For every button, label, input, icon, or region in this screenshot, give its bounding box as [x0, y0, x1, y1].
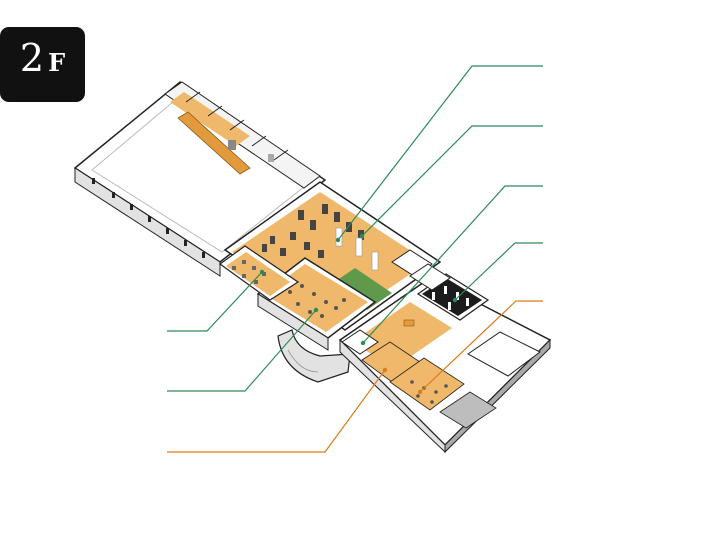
- bike-rows: [232, 260, 266, 284]
- north-corridor-floor: [170, 92, 250, 146]
- machine-gym: [223, 181, 442, 331]
- bike-room: [218, 245, 300, 301]
- gym-pillars: [335, 227, 379, 271]
- floor-number: 2: [19, 36, 45, 80]
- west-hall-front-wall: [74, 167, 221, 277]
- north-counter: [177, 111, 251, 175]
- leader-right-3: [362, 185, 543, 344]
- bay-window-shape: [277, 329, 351, 383]
- small-fixture: [403, 319, 415, 327]
- north-fixture-1: [228, 140, 236, 150]
- se-corridor-right: [467, 331, 541, 377]
- west-hall-columns: [92, 178, 205, 258]
- leader-lines: [167, 65, 543, 453]
- floor-letter: F: [48, 48, 66, 77]
- leader-right-5: [419, 300, 543, 393]
- leader-right-1: [337, 65, 543, 241]
- south-room-b-floor: [389, 357, 465, 411]
- north-service-rooms: [164, 81, 321, 189]
- se-grey-room: [439, 391, 497, 429]
- weight-racks: [432, 286, 469, 310]
- leader-right-2: [361, 125, 543, 237]
- south-east-wing: [338, 277, 552, 454]
- side-room-2: [409, 263, 451, 291]
- leader-left-1: [167, 271, 263, 332]
- leader-left-3: [167, 369, 386, 453]
- leader-left-2: [167, 309, 317, 392]
- bay-window: [277, 329, 351, 383]
- leader-endpoints: [259, 233, 458, 395]
- weight-room-floor: [422, 278, 482, 316]
- floor-badge: 2 F: [0, 27, 85, 102]
- south-room-figures: [410, 380, 448, 404]
- gym-green-mat: [330, 268, 392, 310]
- studio-figures: [288, 284, 346, 318]
- north-fixture-2: [268, 154, 274, 162]
- leader-right-4: [454, 242, 543, 301]
